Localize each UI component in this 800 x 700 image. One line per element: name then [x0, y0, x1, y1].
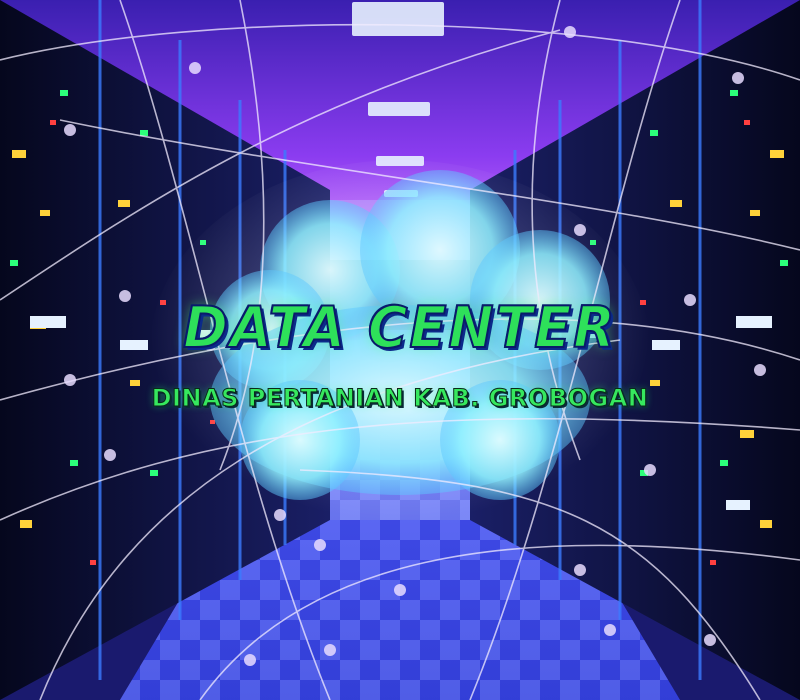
network-nodes [64, 26, 766, 666]
ceiling-lights [352, 2, 444, 197]
banner-title: DATA CENTER [182, 293, 617, 361]
banner-subtitle: DINAS PERTANIAN KAB. GROBOGAN [151, 384, 649, 413]
cloud-shape [150, 160, 650, 540]
